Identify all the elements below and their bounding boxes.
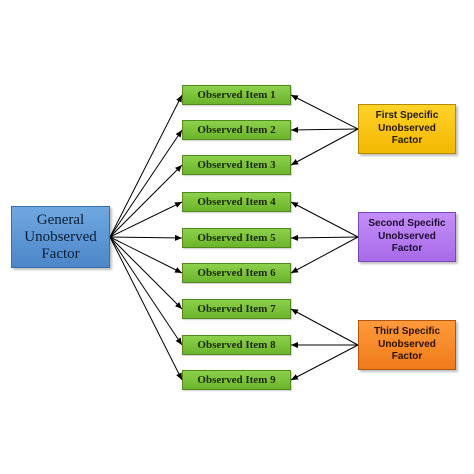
general-loading-arrow-5 <box>109 234 183 241</box>
observed-item-4: Observed Item 4 <box>182 192 291 212</box>
specific-loading-arrow-6 <box>290 236 359 274</box>
observed-item-8: Observed Item 8 <box>182 335 291 355</box>
general-loading-arrow-9 <box>109 236 183 381</box>
observed-item-5: Observed Item 5 <box>182 228 291 248</box>
observed-item-label: Observed Item 7 <box>197 303 276 315</box>
first-specific-factor: First Specific Unobserved Factor <box>358 104 456 154</box>
general-loading-arrow-6 <box>109 236 183 274</box>
specific-loading-arrow-5 <box>290 234 359 241</box>
observed-item-label: Observed Item 6 <box>197 267 276 279</box>
specific-loading-arrow-2 <box>290 126 359 133</box>
specific-loading-arrow-7 <box>290 308 359 346</box>
observed-item-9: Observed Item 9 <box>182 370 291 390</box>
observed-item-1: Observed Item 1 <box>182 85 291 105</box>
specific-factor-label: Third Specific Unobserved Factor <box>373 326 441 363</box>
general-loading-arrow-8 <box>109 236 183 346</box>
second-specific-factor: Second Specific Unobserved Factor <box>358 212 456 262</box>
specific-factor-label: First Specific Unobserved Factor <box>375 110 439 147</box>
observed-item-3: Observed Item 3 <box>182 155 291 175</box>
specific-loading-arrow-3 <box>290 128 359 166</box>
observed-item-label: Observed Item 8 <box>197 339 276 351</box>
specific-factor-label: Second Specific Unobserved Factor <box>368 218 446 255</box>
general-unobserved-factor: General Unobserved Factor <box>11 206 110 268</box>
observed-item-7: Observed Item 7 <box>182 299 291 319</box>
specific-loading-arrow-4 <box>290 201 359 238</box>
observed-item-2: Observed Item 2 <box>182 120 291 140</box>
third-specific-factor: Third Specific Unobserved Factor <box>358 320 456 370</box>
general-loading-arrow-4 <box>109 201 183 238</box>
general-loading-arrow-2 <box>109 129 183 238</box>
observed-item-label: Observed Item 4 <box>197 196 276 208</box>
observed-item-6: Observed Item 6 <box>182 263 291 283</box>
specific-loading-arrow-9 <box>290 344 359 381</box>
observed-item-label: Observed Item 1 <box>197 89 276 101</box>
observed-item-label: Observed Item 2 <box>197 124 276 136</box>
observed-item-label: Observed Item 5 <box>197 232 276 244</box>
observed-item-label: Observed Item 9 <box>197 374 276 386</box>
general-loading-arrow-1 <box>109 94 183 238</box>
specific-loading-arrow-1 <box>290 94 359 130</box>
general-loading-arrow-3 <box>109 164 183 238</box>
general-loading-arrow-7 <box>109 236 183 310</box>
observed-item-label: Observed Item 3 <box>197 159 276 171</box>
general-factor-label: General Unobserved Factor <box>24 211 97 262</box>
